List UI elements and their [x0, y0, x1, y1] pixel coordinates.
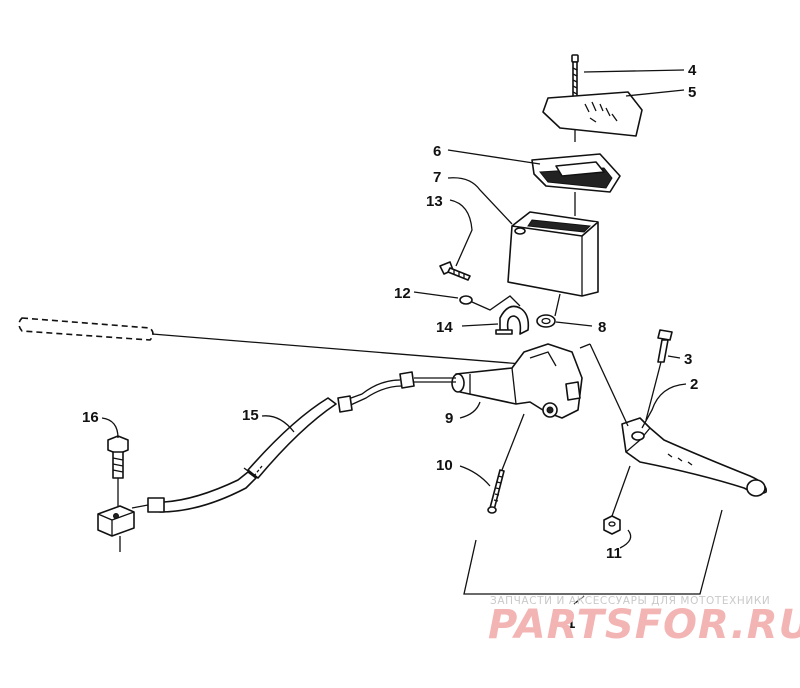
callout-7: 7: [433, 169, 441, 186]
handlebar-clamp: [495, 305, 530, 335]
callout-8: 8: [598, 319, 606, 336]
callout-12: 12: [394, 285, 411, 302]
brake-hose: [131, 371, 456, 513]
callout-3: 3: [684, 351, 692, 368]
callout-4: 4: [688, 62, 697, 79]
reservoir-cover: [542, 91, 643, 137]
brake-lever: [579, 343, 767, 497]
callout-14: 14: [436, 319, 453, 336]
watermark-brand: PARTSFOR.RU: [488, 602, 800, 648]
lock-washer: [459, 295, 473, 305]
callout-10: 10: [436, 457, 453, 474]
leader-lines: [101, 69, 687, 605]
reservoir-body: [507, 211, 599, 297]
callout-6: 6: [433, 143, 441, 160]
callout-5: 5: [688, 84, 696, 101]
lever-screw: [645, 329, 673, 421]
watermark: ЗАПЧАСТИ И АКСЕССУАРЫ ДЛЯ МОТОТЕХНИКИ PA…: [488, 595, 800, 648]
lever-nut: [603, 465, 631, 535]
callout-11: 11: [606, 545, 622, 562]
o-ring: [536, 314, 556, 328]
callout-labels: 1 2 3 4 5 6 7 8 9 10 11 12 13 14 15 16: [82, 62, 698, 632]
callout-15: 15: [242, 407, 259, 424]
callout-9: 9: [445, 410, 453, 427]
bracket-screw: [439, 261, 471, 281]
callout-13: 13: [426, 193, 443, 210]
watermark-tagline: ЗАПЧАСТИ И АКСЕССУАРЫ ДЛЯ МОТОТЕХНИКИ: [490, 595, 770, 607]
reservoir-diaphragm: [531, 153, 621, 193]
assembly-bracket: [463, 509, 723, 595]
callout-2: 2: [690, 376, 698, 393]
handlebar: [18, 317, 523, 365]
callout-1: 1: [567, 615, 575, 632]
cover-screw: [571, 54, 579, 142]
master-cylinder: [451, 343, 583, 419]
callout-16: 16: [82, 409, 99, 426]
hose-fitting: [97, 505, 135, 552]
pivot-bolt: [487, 413, 525, 514]
banjo-bolt: [107, 435, 129, 506]
